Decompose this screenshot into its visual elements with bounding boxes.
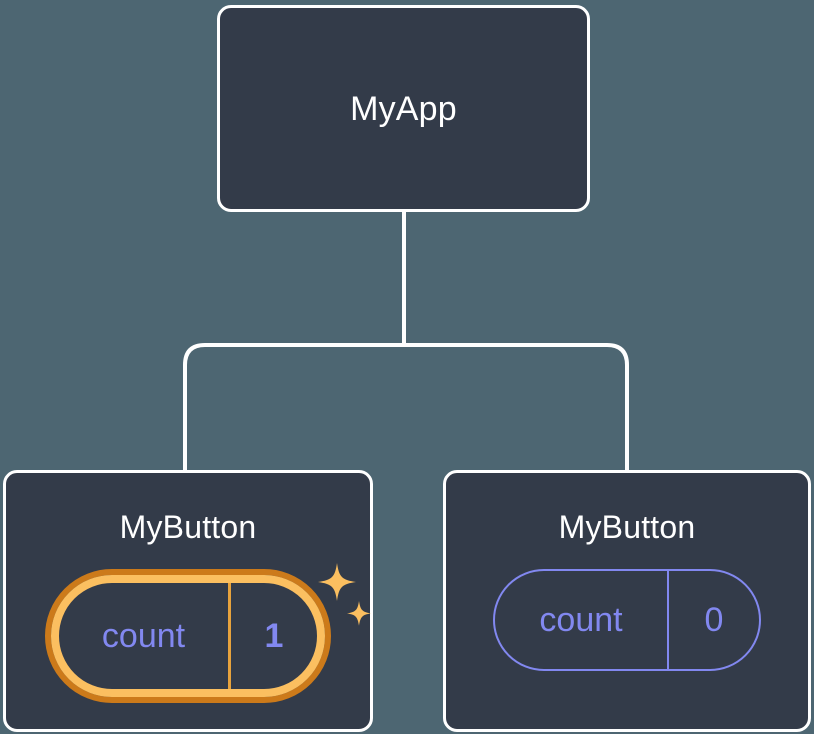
state-key-left: count xyxy=(101,617,186,655)
state-pill-wrap-right: count 0 xyxy=(493,569,761,671)
state-pill-right[interactable]: count 0 xyxy=(493,569,761,671)
node-mybutton-left[interactable]: MyButton count 1 xyxy=(3,470,373,732)
node-myapp-title: MyApp xyxy=(350,89,457,128)
node-mybutton-right[interactable]: MyButton count 0 xyxy=(443,470,811,732)
state-pill-wrap-left: count 1 xyxy=(45,563,371,703)
connector-child-bus xyxy=(183,343,629,470)
state-value-left: 1 xyxy=(228,583,317,689)
state-pill-left-inner: count 1 xyxy=(51,575,325,697)
node-mybutton-left-title: MyButton xyxy=(119,509,257,545)
state-key-right: count xyxy=(539,601,623,639)
node-myapp[interactable]: MyApp xyxy=(217,5,590,212)
state-value-right: 0 xyxy=(667,571,759,669)
node-mybutton-right-title: MyButton xyxy=(558,509,696,545)
state-pill-left[interactable]: count 1 xyxy=(45,569,331,703)
sparkle-small-icon xyxy=(347,601,371,626)
sparkle-large-icon xyxy=(318,563,356,601)
